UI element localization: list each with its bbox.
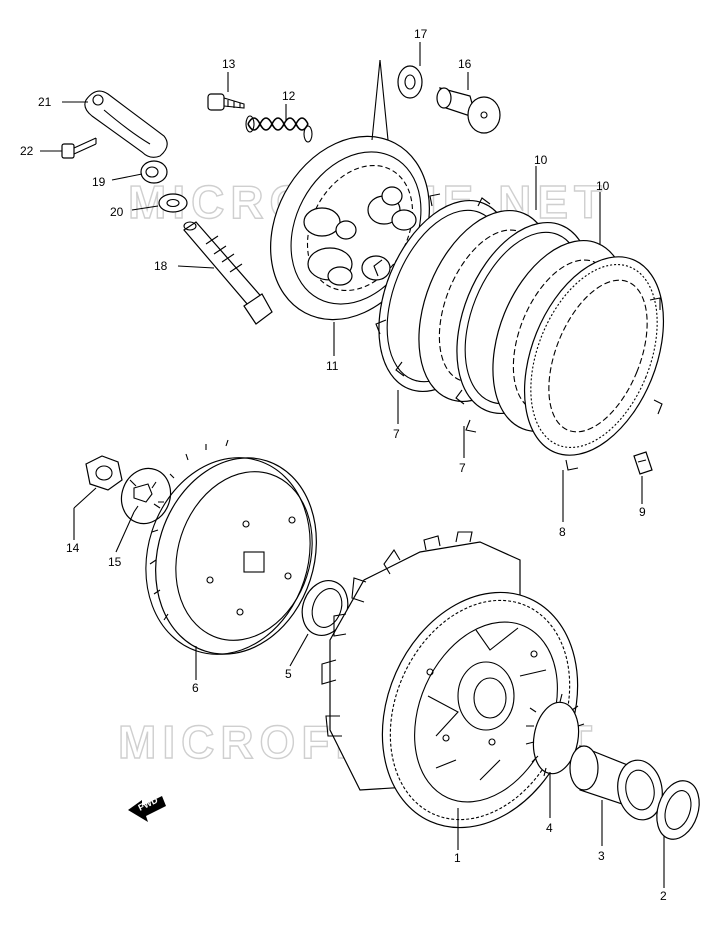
label-part-6: 6 [192, 681, 199, 695]
label-part-4: 4 [546, 821, 553, 835]
leader-lines [40, 42, 665, 888]
lock-washer-15 [120, 467, 172, 525]
clutch-hub-6 [145, 439, 317, 655]
label-part-10a: 10 [534, 153, 548, 167]
label-part-5: 5 [285, 667, 292, 681]
label-part-16: 16 [458, 57, 472, 71]
bolt-22 [61, 137, 97, 159]
clutch-housing-1 [321, 531, 579, 829]
clip-9 [633, 451, 653, 475]
label-part-12: 12 [282, 89, 296, 103]
label-part-13: 13 [222, 57, 236, 71]
label-part-1: 1 [454, 851, 461, 865]
washer-2 [656, 780, 700, 840]
label-part-19: 19 [92, 175, 106, 189]
label-part-3: 3 [598, 849, 605, 863]
label-part-18: 18 [154, 259, 168, 273]
label-part-8: 8 [559, 525, 566, 539]
label-part-20: 20 [110, 205, 124, 219]
label-part-7b: 7 [459, 461, 466, 475]
spacer-3 [569, 745, 663, 821]
friction-plate-8 [523, 256, 665, 471]
label-part-21: 21 [38, 95, 52, 109]
label-part-11: 11 [326, 359, 339, 373]
push-rod-18 [183, 221, 273, 325]
drive-gear-4 [525, 693, 585, 777]
label-part-7a: 7 [393, 427, 400, 441]
nut-19 [140, 160, 168, 184]
label-part-17: 17 [414, 27, 428, 41]
release-arm [84, 90, 168, 158]
label-part-14: 14 [66, 541, 80, 555]
bearing-16 [436, 87, 501, 134]
washer-20 [158, 193, 188, 213]
nut-14 [85, 455, 123, 491]
spring-12 [245, 115, 313, 143]
label-part-2: 2 [660, 889, 667, 903]
label-part-22: 22 [20, 144, 34, 158]
forward-arrow-icon: FWD [128, 795, 166, 822]
label-part-10b: 10 [596, 179, 610, 193]
label-part-15: 15 [108, 555, 122, 569]
bolt-13 [207, 93, 245, 111]
label-part-9: 9 [639, 505, 646, 519]
washer-17 [397, 65, 423, 99]
